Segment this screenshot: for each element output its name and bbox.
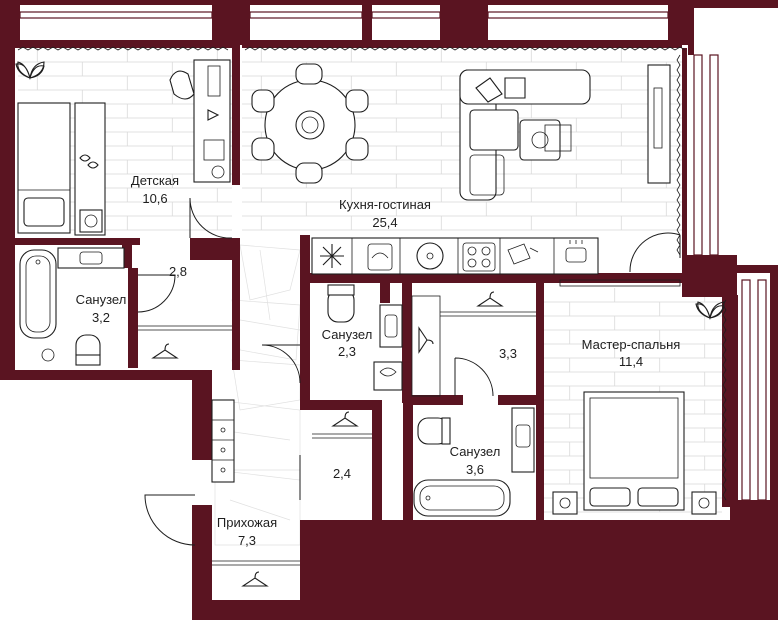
room-name-bath1: Санузел [76,292,127,307]
room-area-closet1: 2,8 [169,264,187,279]
sink-icon [511,407,535,473]
child-room-furniture [15,59,231,236]
hall-wardrobe [211,399,235,483]
hall-tile-floor [214,244,301,546]
room-area-kitchen: 25,4 [372,215,397,230]
sofa-icon [459,69,591,201]
room-area-bath2: 2,3 [338,344,356,359]
sink-icon [379,304,403,348]
room-area-closet2: 2,4 [333,466,351,481]
toilet-icon [327,284,355,323]
doors [137,197,681,546]
slippers-icon [79,154,99,169]
bed-icon [17,102,71,234]
room-name-hall: Прихожая [217,515,277,530]
room-name-master: Мастер-спальня [582,337,681,352]
bathroom-mid-fixtures [327,284,403,391]
pot-icon [565,240,587,263]
toilet-icon [75,334,101,366]
snowflake-icon [320,244,344,268]
room-labels: Детская 10,6 Кухня-гостиная 25,4 Санузел… [76,173,681,548]
room-area-bath3: 3,6 [466,462,484,477]
room-name-kitchen: Кухня-гостиная [339,197,431,212]
washing-machine-icon [79,209,103,233]
desk-icon [193,59,231,183]
room-area-bath1: 3,2 [92,310,110,325]
washing-machine-icon [373,361,403,391]
room-area-hall: 7,3 [238,533,256,548]
drain-icon [41,348,55,362]
bed-icon [583,391,685,511]
chair-icon [169,70,195,100]
curtains [17,46,727,501]
plant-icon [15,61,45,81]
room-name-detskaya: Детская [131,173,179,188]
room-area-corridor: 3,3 [499,346,517,361]
hanger-icon [476,291,504,307]
bathtub-icon [413,479,511,517]
tv-stand [559,279,681,287]
dishwasher-icon [367,243,393,271]
bathroom-right-fixtures [413,407,535,517]
bathtub-icon [19,249,57,339]
windows [19,11,767,501]
tv-stand [647,64,671,184]
bathroom-left-fixtures [19,247,125,366]
room-name-bath2: Санузел [322,327,373,342]
sink-icon [57,247,125,269]
master-bed [552,391,717,515]
cooktop-icon [462,242,496,272]
kitchen-counter [311,237,599,275]
hanger-icon [241,571,269,587]
closet-shelves [138,295,536,566]
hanger-icon [151,343,179,359]
hanger-icon [418,326,434,354]
room-area-master: 11,4 [619,354,643,369]
toilet-icon [417,417,451,445]
plant-icon [695,301,725,321]
room-name-bath3: Санузел [450,444,501,459]
sink-icon [416,242,444,270]
room-area-detskaya: 10,6 [142,191,167,206]
hanger-icon [331,411,359,427]
cutting-board-icon [507,243,539,265]
dining-table-icon [251,63,369,184]
